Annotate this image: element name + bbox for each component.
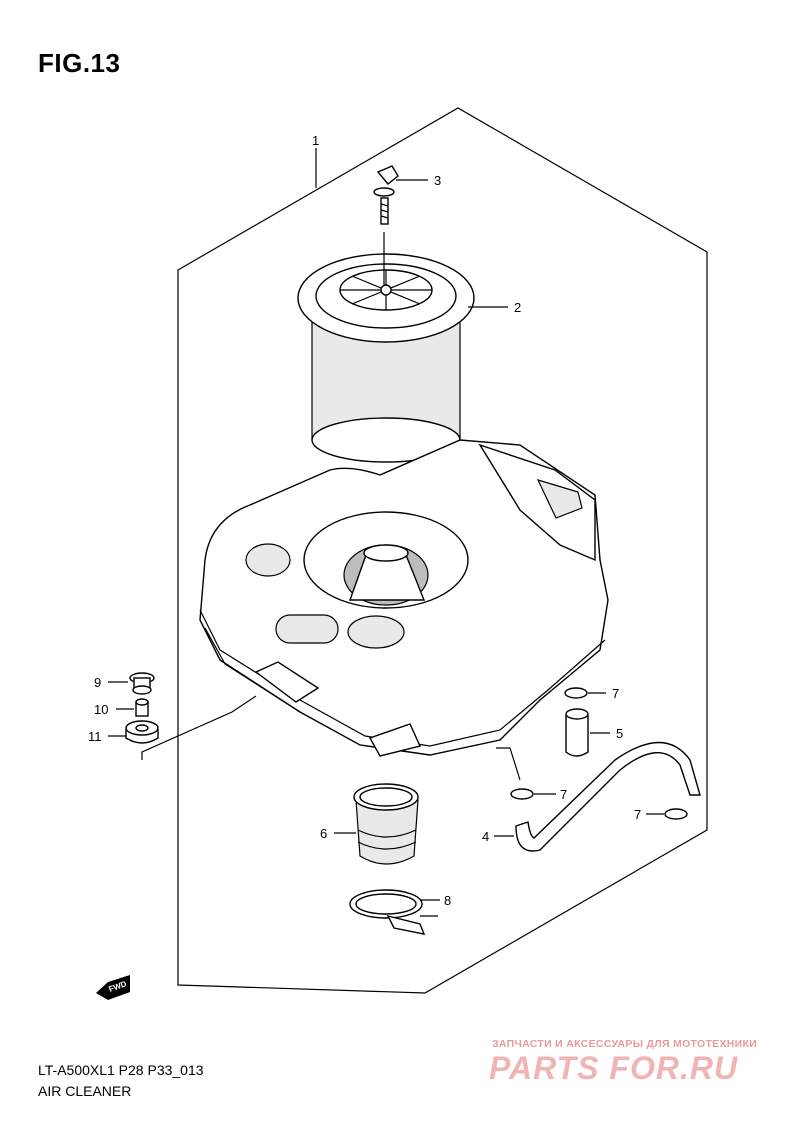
- diagram-name: AIR CLEANER: [38, 1083, 132, 1099]
- hose-clip-upper: [564, 687, 588, 699]
- callout-1: 1: [312, 133, 319, 148]
- callout-4: 4: [482, 829, 489, 844]
- wing-bolt: [373, 165, 399, 286]
- figure-title: FIG.13: [38, 48, 121, 78]
- grommet-leader: [141, 695, 257, 760]
- callout-3: 3: [434, 173, 441, 188]
- air-cleaner-case: [199, 439, 609, 757]
- watermark-caption: ЗАПЧАСТИ И АКСЕССУАРЫ ДЛЯ МОТОТЕХНИКИ: [492, 1038, 758, 1050]
- hose-clip-middle: [510, 788, 534, 800]
- callout-6: 6: [320, 826, 327, 841]
- watermark-brand: PARTS FOR.RU: [489, 1050, 739, 1086]
- callout-7-upper: 7: [612, 686, 619, 701]
- air-filter-element: [297, 253, 475, 463]
- callout-7-middle: 7: [560, 787, 567, 802]
- mount-bolt: [129, 672, 155, 695]
- callout-11: 11: [88, 729, 102, 744]
- mount-collar: [135, 698, 149, 717]
- callout-10: 10: [94, 702, 108, 717]
- outlet-tube: [353, 783, 419, 865]
- forward-arrow-icon: FWD: [96, 975, 130, 1000]
- callout-7-right: 7: [634, 807, 641, 822]
- drain-plug-hose: [565, 708, 589, 757]
- callout-2: 2: [514, 300, 521, 315]
- hose-leader: [496, 747, 521, 781]
- breather-hose: [515, 741, 701, 852]
- callout-5: 5: [616, 726, 623, 741]
- callout-9: 9: [94, 675, 101, 690]
- outlet-clamp: [349, 889, 438, 935]
- mount-grommet: [125, 720, 159, 744]
- callout-8: 8: [444, 893, 451, 908]
- hose-clip-right: [664, 808, 688, 820]
- assembly-outline: [177, 107, 708, 994]
- diagram-code: LT-A500XL1 P28 P33_013: [38, 1062, 204, 1078]
